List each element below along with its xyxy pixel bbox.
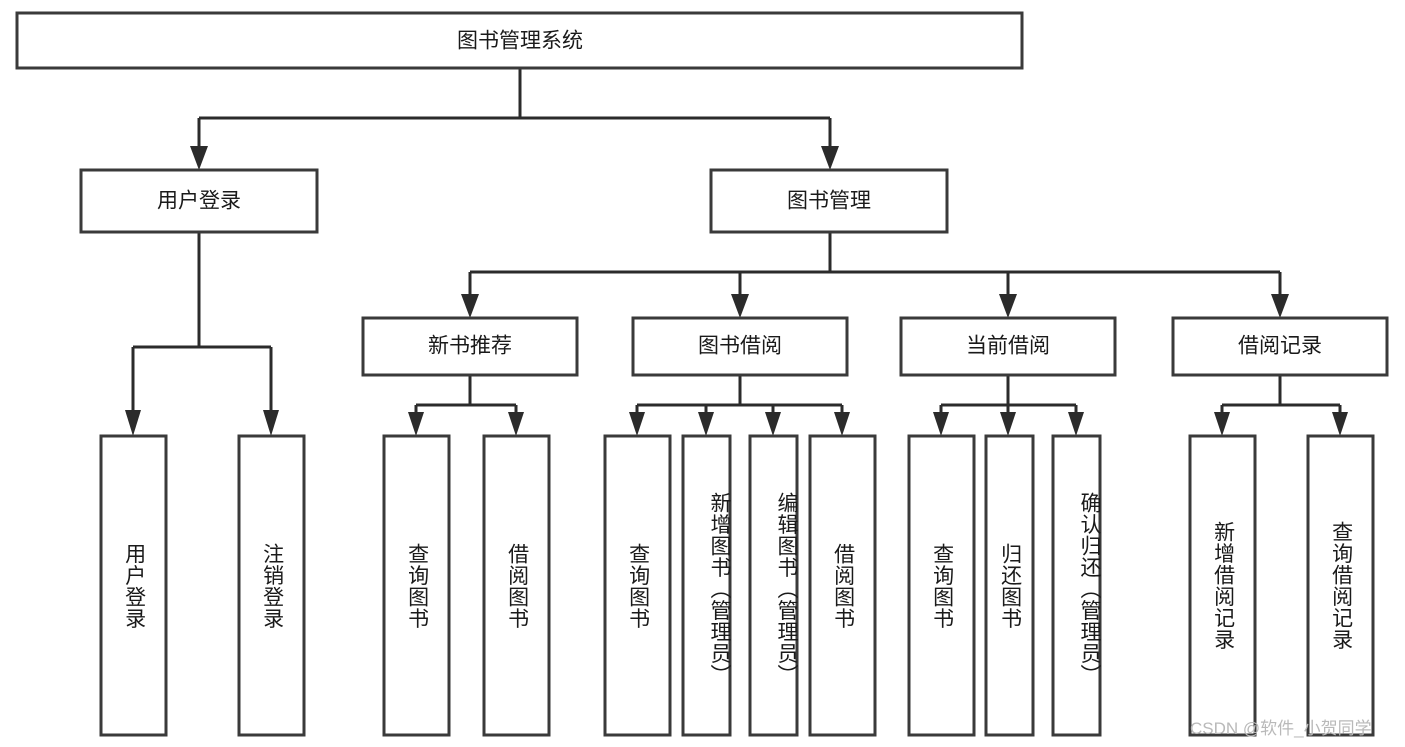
node-label-book-borrow: 图书借阅 xyxy=(698,335,782,358)
node-box-leaf-add-book[interactable] xyxy=(681,434,732,737)
node-box-root[interactable] xyxy=(15,11,1024,70)
node-box-book-borrow[interactable] xyxy=(631,316,849,377)
node-box-leaf-confirm-return[interactable] xyxy=(1051,434,1102,737)
node-label-current-borrow: 当前借阅 xyxy=(966,335,1050,358)
arrow-root-to-book-manage xyxy=(821,146,839,170)
arrow-current-borrow-leaf-2 xyxy=(1000,412,1016,436)
node-box-borrow-record[interactable] xyxy=(1171,316,1389,377)
arrow-book-manage-to-book-borrow xyxy=(731,294,749,318)
connector-group-user-login xyxy=(125,232,279,436)
arrow-current-borrow-leaf-3 xyxy=(1068,412,1084,436)
arrow-book-manage-to-new-book-rec xyxy=(461,294,479,318)
arrow-new-book-rec-leaf-1 xyxy=(408,412,424,436)
connector-group-root xyxy=(190,68,839,170)
node-label-borrow-record: 借阅记录 xyxy=(1238,335,1322,358)
node-box-leaf-logout[interactable] xyxy=(237,434,306,737)
node-box-leaf-add-record[interactable] xyxy=(1188,434,1257,737)
arrow-book-borrow-leaf-4 xyxy=(834,412,850,436)
connector-group-current-borrow xyxy=(933,375,1084,436)
arrow-book-borrow-leaf-2 xyxy=(698,412,714,436)
node-box-new-book-rec[interactable] xyxy=(361,316,579,377)
arrow-user-login-leaf-1 xyxy=(125,410,141,436)
arrow-new-book-rec-leaf-2 xyxy=(508,412,524,436)
node-box-leaf-edit-book[interactable] xyxy=(748,434,799,737)
arrow-user-login-leaf-2 xyxy=(263,410,279,436)
node-box-leaf-query-book-2[interactable] xyxy=(603,434,672,737)
arrow-borrow-record-leaf-2 xyxy=(1332,412,1348,436)
node-box-user-login[interactable] xyxy=(79,168,319,234)
node-box-leaf-return-book[interactable] xyxy=(984,434,1035,737)
arrow-current-borrow-leaf-1 xyxy=(933,412,949,436)
node-box-leaf-query-book-3[interactable] xyxy=(907,434,976,737)
node-box-leaf-borrow-book-1[interactable] xyxy=(482,434,551,737)
connector-group-book-manage xyxy=(461,232,1289,318)
arrow-root-to-user-login xyxy=(190,146,208,170)
arrow-book-manage-to-borrow-record xyxy=(1271,294,1289,318)
connector-group-book-borrow xyxy=(629,375,850,436)
node-box-current-borrow[interactable] xyxy=(899,316,1117,377)
node-label-new-book-rec: 新书推荐 xyxy=(428,335,512,358)
arrow-book-borrow-leaf-3 xyxy=(765,412,781,436)
node-box-leaf-query-record[interactable] xyxy=(1306,434,1375,737)
csdn-watermark: CSDN @软件_小贺同学 xyxy=(1190,719,1372,738)
arrow-book-borrow-leaf-1 xyxy=(629,412,645,436)
arrow-borrow-record-leaf-1 xyxy=(1214,412,1230,436)
node-label-book-manage: 图书管理 xyxy=(787,190,871,213)
node-box-leaf-borrow-book-2[interactable] xyxy=(808,434,877,737)
node-box-book-manage[interactable] xyxy=(709,168,949,234)
node-box-leaf-user-login[interactable] xyxy=(99,434,168,737)
node-label-user-login: 用户登录 xyxy=(157,190,241,213)
connector-group-new-book-rec xyxy=(408,375,524,436)
node-box-leaf-query-book-1[interactable] xyxy=(382,434,451,737)
node-label-root: 图书管理系统 xyxy=(457,30,583,53)
connector-group-borrow-record xyxy=(1214,375,1348,436)
arrow-book-manage-to-current-borrow xyxy=(999,294,1017,318)
